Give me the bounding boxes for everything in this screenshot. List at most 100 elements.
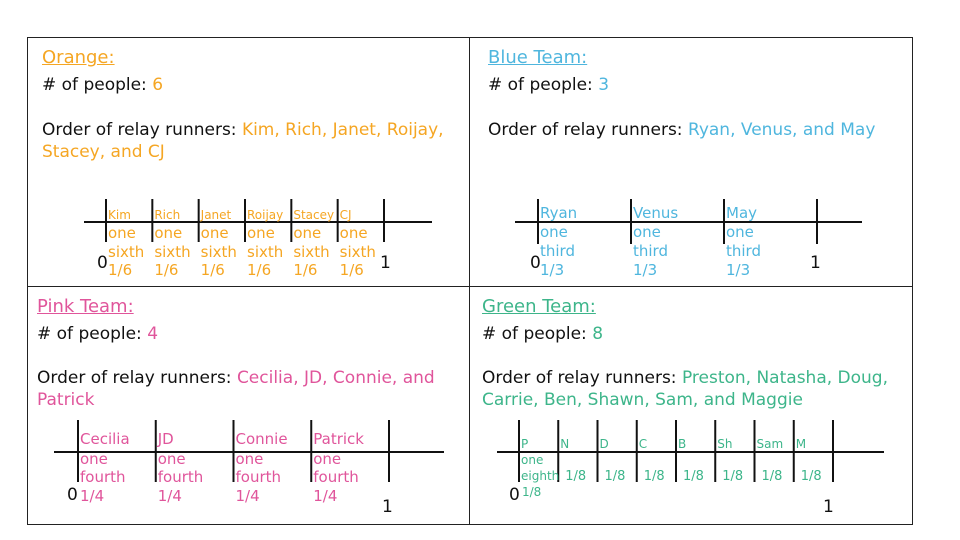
segment-fraction-value: 1/4 bbox=[313, 487, 337, 505]
segment-runner-name: Roijay bbox=[247, 208, 283, 222]
runner-order-value: Kim, Rich, Janet, Roijay, Stacey, and CJ bbox=[42, 120, 444, 162]
segment-fraction-word: one bbox=[80, 450, 108, 468]
segment-fraction-value: 1/6 bbox=[247, 261, 271, 279]
segment-fraction-word: one bbox=[521, 453, 543, 467]
number-line-zero-label: 0 bbox=[530, 253, 541, 273]
segment-fraction-value: 1/6 bbox=[340, 261, 364, 279]
segment-fraction-unit: sixth bbox=[340, 243, 376, 261]
segment-runner-name: Sh bbox=[717, 437, 732, 451]
segment-runner-name: Rich bbox=[154, 208, 180, 222]
segment-fraction-value: 1/8 bbox=[722, 469, 743, 484]
runner-order-value: Cecilia, JD, Connie, and Patrick bbox=[37, 368, 435, 410]
number-line-one-label: 1 bbox=[382, 497, 393, 517]
segment-fraction-value: 1/4 bbox=[80, 487, 104, 505]
segment-runner-name: Sam bbox=[757, 437, 784, 451]
people-count-value: 6 bbox=[152, 75, 164, 95]
number-line-zero-label: 0 bbox=[97, 253, 108, 273]
segment-fraction-value: 1/8 bbox=[565, 469, 586, 484]
number-line-zero-label: 0 bbox=[509, 485, 520, 505]
segment-fraction-word: one bbox=[540, 223, 568, 241]
segment-fraction-value: 1/6 bbox=[201, 261, 225, 279]
segment-runner-name: C bbox=[639, 437, 647, 451]
segment-fraction-value: 1/8 bbox=[762, 469, 783, 484]
segment-runner-name: D bbox=[600, 437, 609, 451]
segment-fraction-value: 1/8 bbox=[683, 469, 704, 484]
segment-runner-name: N bbox=[560, 437, 569, 451]
team-title: Green Team: bbox=[482, 296, 596, 317]
segment-fraction-unit: sixth bbox=[154, 243, 190, 261]
segment-fraction-unit: sixth bbox=[201, 243, 237, 261]
segment-runner-name: Venus bbox=[633, 204, 678, 222]
segment-fraction-unit: sixth bbox=[247, 243, 283, 261]
segment-runner-name: Patrick bbox=[313, 430, 364, 448]
segment-runner-name: M bbox=[796, 437, 806, 451]
segment-runner-name: Ryan bbox=[540, 204, 577, 222]
segment-fraction-word: one bbox=[236, 450, 264, 468]
team-title: Orange: bbox=[42, 47, 115, 68]
runner-order: Order of relay runners: Cecilia, JD, Con… bbox=[37, 368, 435, 410]
people-count: # of people: 3 bbox=[488, 75, 610, 95]
runner-order: Order of relay runners: Ryan, Venus, and… bbox=[488, 120, 876, 140]
segment-fraction-value: 1/8 bbox=[801, 469, 822, 484]
segment-fraction-word: one bbox=[201, 224, 229, 242]
worksheet-grid bbox=[27, 37, 913, 525]
segment-runner-name: Janet bbox=[200, 208, 232, 222]
segment-runner-name: Connie bbox=[236, 430, 288, 448]
segment-fraction-unit: fourth bbox=[236, 468, 282, 486]
number-line-one-label: 1 bbox=[380, 253, 391, 273]
segment-runner-name: CJ bbox=[340, 208, 352, 222]
runner-order-value: Preston, Natasha, Doug, Carrie, Ben, Sha… bbox=[482, 368, 889, 410]
segment-fraction-word: one bbox=[293, 224, 321, 242]
segment-fraction-unit: fourth bbox=[158, 468, 204, 486]
segment-fraction-word: one bbox=[158, 450, 186, 468]
segment-fraction-value: 1/4 bbox=[158, 487, 182, 505]
people-count-value: 4 bbox=[147, 324, 159, 344]
segment-runner-name: JD bbox=[157, 430, 174, 448]
runner-order: Order of relay runners: Kim, Rich, Janet… bbox=[42, 120, 444, 162]
people-count-value: 3 bbox=[598, 75, 610, 95]
runner-order: Order of relay runners: Preston, Natasha… bbox=[482, 368, 889, 410]
segment-fraction-unit: fourth bbox=[313, 468, 359, 486]
segment-fraction-unit: sixth bbox=[108, 243, 144, 261]
segment-runner-name: B bbox=[678, 437, 686, 451]
segment-fraction-value: 1/8 bbox=[522, 485, 541, 499]
segment-fraction-unit: sixth bbox=[293, 243, 329, 261]
segment-fraction-word: one bbox=[154, 224, 182, 242]
segment-fraction-value: 1/4 bbox=[236, 487, 260, 505]
people-count: # of people: 8 bbox=[482, 324, 604, 344]
segment-fraction-value: 1/8 bbox=[605, 469, 626, 484]
team-title: Blue Team: bbox=[488, 47, 588, 68]
runner-order-value: Ryan, Venus, and May bbox=[687, 120, 876, 140]
segment-fraction-word: one bbox=[633, 223, 661, 241]
grid-divider-horizontal bbox=[27, 286, 913, 287]
segment-fraction-unit: third bbox=[726, 242, 761, 260]
grid-divider-vertical bbox=[469, 37, 470, 525]
number-line-one-label: 1 bbox=[810, 253, 821, 273]
segment-fraction-value: 1/8 bbox=[644, 469, 665, 484]
segment-fraction-word: one bbox=[313, 450, 341, 468]
segment-fraction-value: 1/3 bbox=[540, 261, 564, 279]
segment-runner-name: Cecilia bbox=[80, 430, 130, 448]
segment-fraction-value: 1/6 bbox=[293, 261, 317, 279]
people-count-value: 8 bbox=[592, 324, 604, 344]
people-count: # of people: 6 bbox=[42, 75, 164, 95]
segment-runner-name: May bbox=[726, 204, 757, 222]
people-count: # of people: 4 bbox=[37, 324, 159, 344]
segment-fraction-word: one bbox=[108, 224, 136, 242]
number-line-zero-label: 0 bbox=[67, 485, 78, 505]
segment-fraction-word: one bbox=[726, 223, 754, 241]
segment-fraction-value: 1/6 bbox=[108, 261, 132, 279]
team-title: Pink Team: bbox=[37, 296, 134, 317]
segment-runner-name: Stacey bbox=[293, 208, 334, 222]
segment-fraction-unit: eighth bbox=[521, 469, 559, 483]
segment-fraction-unit: fourth bbox=[80, 468, 126, 486]
number-line-one-label: 1 bbox=[823, 497, 834, 517]
segment-fraction-value: 1/3 bbox=[726, 261, 750, 279]
segment-fraction-unit: third bbox=[540, 242, 575, 260]
segment-fraction-value: 1/3 bbox=[633, 261, 657, 279]
segment-fraction-word: one bbox=[340, 224, 368, 242]
segment-fraction-word: one bbox=[247, 224, 275, 242]
